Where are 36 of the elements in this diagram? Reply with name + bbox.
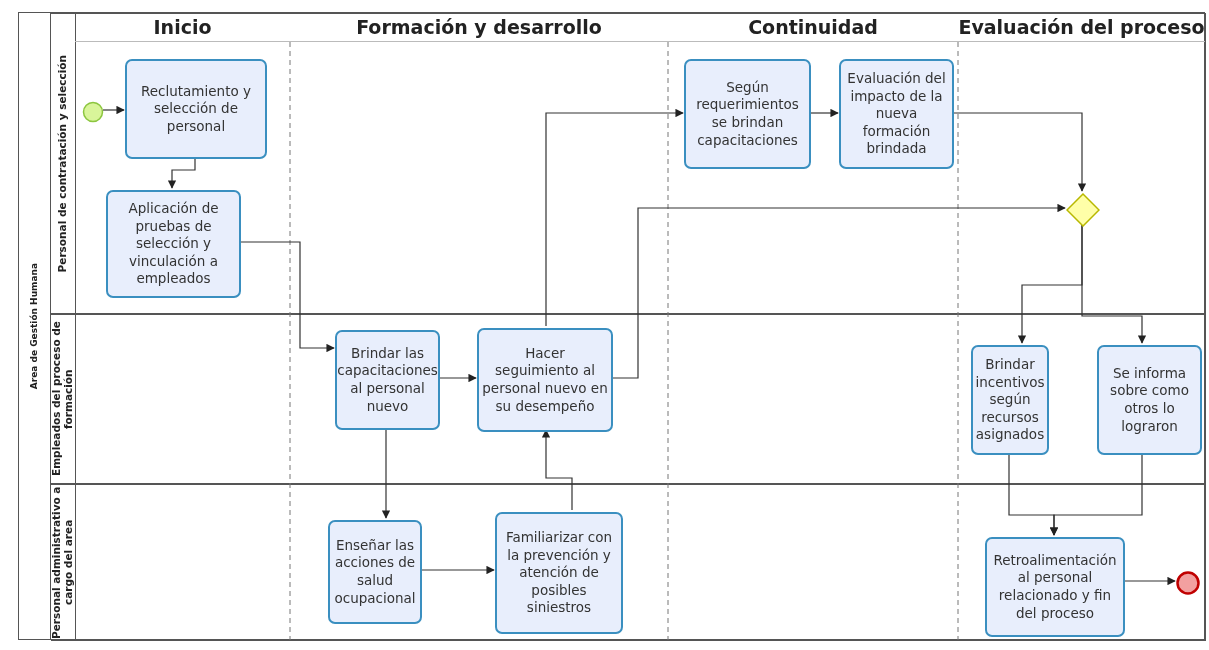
lane-label: Personal administrativo a cargo del area xyxy=(51,485,75,640)
task-box: Se informa sobre como otros lo lograron xyxy=(1097,345,1202,455)
swimlane xyxy=(51,484,1206,641)
arrow xyxy=(420,565,495,575)
task-box: Hacer seguimiento al personal nuevo en su desempeño xyxy=(477,328,613,432)
task-box: Aplicación de pruebas de selección y vinculación a empleados xyxy=(106,190,241,298)
arrow xyxy=(541,429,573,511)
arrow xyxy=(1123,576,1176,586)
task-box: Retroalimentación al personal relacionado y fin del proceso xyxy=(985,537,1125,637)
task-box: Enseñar las acciones de salud ocupacional xyxy=(328,520,422,624)
lane-label: Empleados del proceso de formación xyxy=(51,320,75,479)
lane-label: Personal de contratación y selección xyxy=(57,54,69,273)
swimlane xyxy=(51,314,1206,484)
arrow xyxy=(102,105,125,115)
swimlane xyxy=(51,13,1206,314)
arrow xyxy=(611,203,1066,379)
task-box: Brindar las capacitaciones al personal nuevo xyxy=(335,330,440,430)
gateway-diamond xyxy=(1066,193,1100,227)
arrow xyxy=(809,108,839,118)
start-event-circle xyxy=(82,101,104,123)
arrow xyxy=(239,241,335,353)
arrow xyxy=(438,373,477,383)
task-box: Brindar incentivos según recursos asignados xyxy=(971,345,1049,455)
arrow xyxy=(1049,452,1143,536)
arrow xyxy=(381,427,391,519)
pool-label: Area de Gestión Humana xyxy=(29,262,40,390)
end-event-circle xyxy=(1176,571,1200,595)
arrow xyxy=(1081,224,1147,344)
task-box: Evaluación del impacto de la nueva formación brindada xyxy=(839,59,954,169)
arrow xyxy=(952,112,1087,192)
task-box: Familiarizar con la prevención y atención de posibles siniestros xyxy=(495,512,623,634)
arrow xyxy=(167,156,196,189)
pool-frame xyxy=(18,12,1205,640)
task-box: Reclutamiento y selección de personal xyxy=(125,59,267,159)
task-box: Según requerimientos se brindan capacitaciones xyxy=(684,59,811,169)
arrow xyxy=(545,108,684,327)
